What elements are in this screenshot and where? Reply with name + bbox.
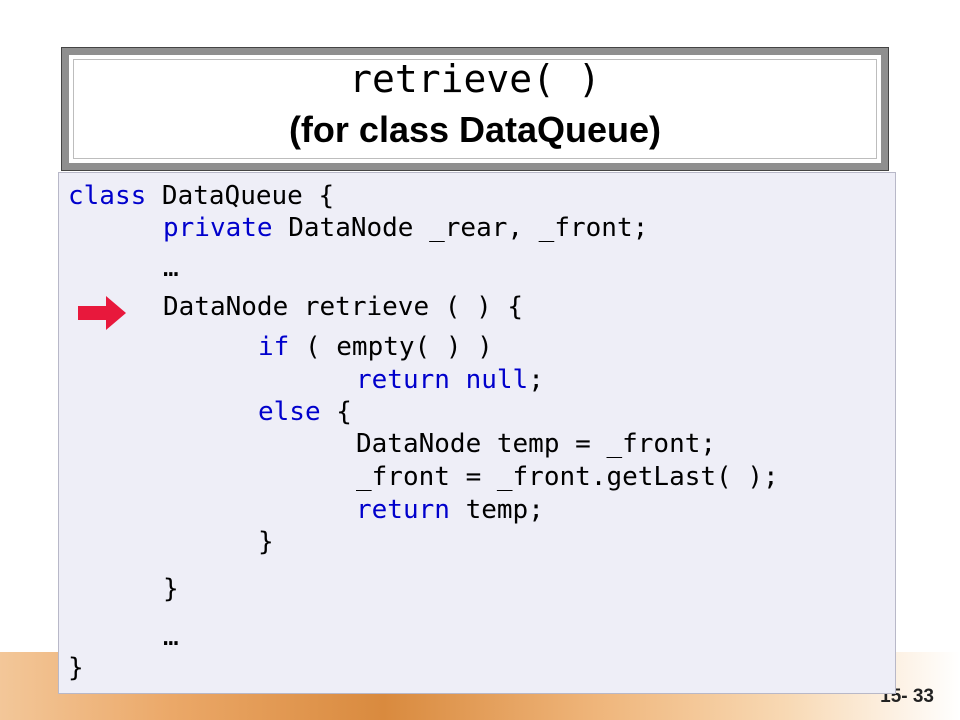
code-line-method-signature: DataNode retrieve ( ) { — [163, 292, 524, 322]
code-line-if: if ( empty( ) ) — [258, 332, 493, 362]
code-line-class: class DataQueue { — [68, 181, 334, 211]
code-line-temp: DataNode temp = _front; — [356, 429, 717, 459]
code-panel — [58, 172, 896, 694]
keyword: return null — [356, 365, 529, 395]
keyword: else — [258, 397, 321, 427]
right-arrow-icon — [78, 296, 126, 330]
keyword: class — [68, 181, 147, 211]
keyword: private — [163, 213, 273, 243]
code-line-close-else: } — [258, 527, 274, 557]
title-method: retrieve( ) — [349, 57, 601, 101]
keyword: return — [356, 495, 450, 525]
code-text: ( empty( ) ) — [289, 332, 493, 362]
code-line-return-null: return null; — [356, 365, 544, 395]
code-text: ; — [528, 365, 544, 395]
code-line-close-method: } — [163, 574, 179, 604]
code-text: temp; — [449, 495, 544, 525]
code-line-advance-front: _front = _front.getLast( ); — [356, 462, 779, 492]
code-line-fields: private DataNode _rear, _front; — [163, 213, 648, 243]
code-text: DataNode _rear, _front; — [272, 213, 649, 243]
code-line-close-class: } — [68, 653, 84, 683]
title-box: retrieve( ) (for class DataQueue) — [61, 47, 889, 171]
code-text: { — [320, 397, 352, 427]
code-text: DataQueue { — [146, 181, 335, 211]
code-line-else: else { — [258, 397, 352, 427]
title-inner-frame — [73, 59, 877, 159]
code-line-return-temp: return temp; — [356, 495, 544, 525]
title-subtitle: (for class DataQueue) — [288, 109, 662, 150]
code-line-ellipsis: … — [163, 253, 179, 283]
keyword: if — [258, 332, 290, 362]
code-line-ellipsis-2: … — [163, 622, 179, 652]
